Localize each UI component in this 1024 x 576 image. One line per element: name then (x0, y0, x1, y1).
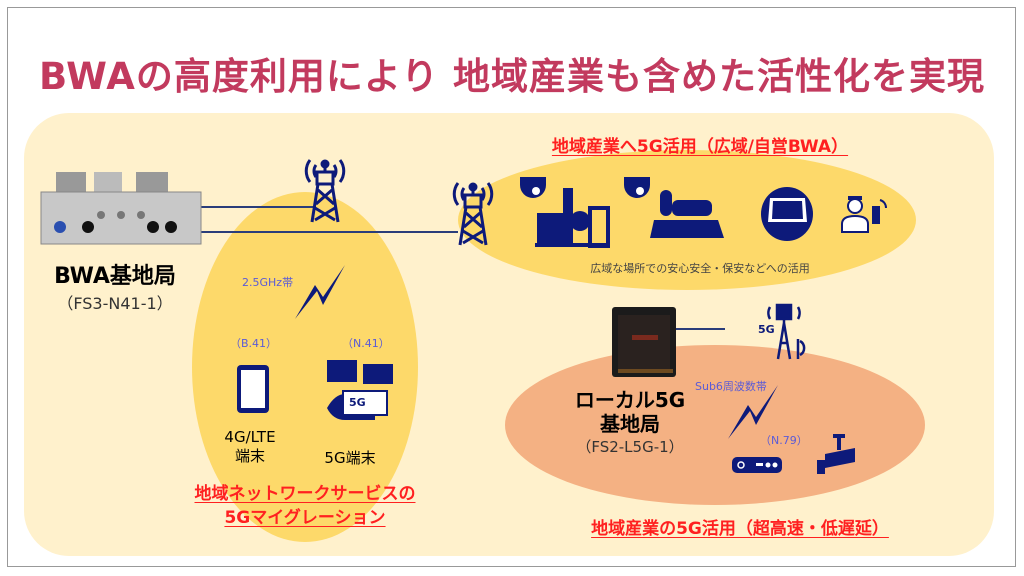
smartphone-icon (235, 363, 271, 415)
bwa-base-station-image (36, 170, 206, 250)
bwa-station-model: （FS3-N41-1） (57, 294, 173, 313)
lightning-icon (293, 265, 348, 320)
factory-icon (535, 183, 610, 248)
link-line (198, 231, 458, 233)
local5g-model: （FS2-L5G-1） (576, 438, 684, 456)
link-line (675, 328, 725, 330)
router-device-icon (730, 455, 785, 477)
surveillance-camera-icon (815, 432, 860, 477)
lte-terminal-label: 4G/LTE 端末 (205, 428, 295, 466)
migration-heading-line2: 5Gマイグレーション (224, 508, 386, 528)
local5g-ellipse (505, 345, 925, 505)
5g-terminal-label: 5G端末 (324, 449, 376, 467)
local5g-name-line2: 基地局 (600, 412, 660, 436)
local5g-base-station-image (610, 305, 680, 380)
local5g-heading: 地域産業の5G活用（超高速・低遅延） (591, 519, 889, 539)
terminal-band-n41: （N.41） (342, 337, 390, 350)
terminal-band-b41: （B.41） (230, 337, 278, 350)
slide-title: BWAの高度利用により 地域産業も含めた活性化を実現 (38, 55, 986, 98)
bwa-band-label: 2.5GHz帯 (242, 276, 294, 289)
5g-screen-text: 5G (349, 396, 366, 409)
lte-terminal-line2: 端末 (234, 447, 265, 465)
local5g-station-label: ローカル5G 基地局 （FS2-L5G-1） (570, 388, 690, 457)
wide-area-caption: 広域な場所での安心安全・保安などへの活用 (590, 262, 810, 275)
radio-tower-icon (300, 150, 350, 225)
5g-antenna-icon: 5G (758, 303, 812, 361)
camera-icon (622, 177, 652, 201)
radio-tower-icon (448, 168, 498, 253)
antenna-5g-label: 5G (758, 323, 775, 336)
bwa-station-name: BWA基地局 (54, 264, 176, 289)
bwa-station-label: BWA基地局 （FS3-N41-1） (30, 258, 200, 314)
solar-farm-icon (650, 190, 725, 240)
local5g-band-label: Sub6周波数帯 (695, 380, 767, 393)
wide-area-heading: 地域産業へ5G活用（広域/自営BWA） (551, 137, 849, 157)
5g-smartphone-icon: 5G (325, 358, 395, 430)
local5g-terminal-band: （N.79） (760, 434, 808, 447)
migration-heading-line1: 地域ネットワークサービスの (194, 484, 416, 504)
slide-frame (7, 7, 1016, 567)
lte-terminal-line1: 4G/LTE (224, 428, 276, 446)
security-guard-radio-icon (840, 192, 890, 234)
camera-icon (518, 177, 548, 201)
migration-heading: 地域ネットワークサービスの 5Gマイグレーション (150, 482, 460, 530)
local5g-name-line1: ローカル5G (574, 388, 686, 412)
stadium-icon (760, 186, 815, 242)
link-line (198, 206, 316, 208)
